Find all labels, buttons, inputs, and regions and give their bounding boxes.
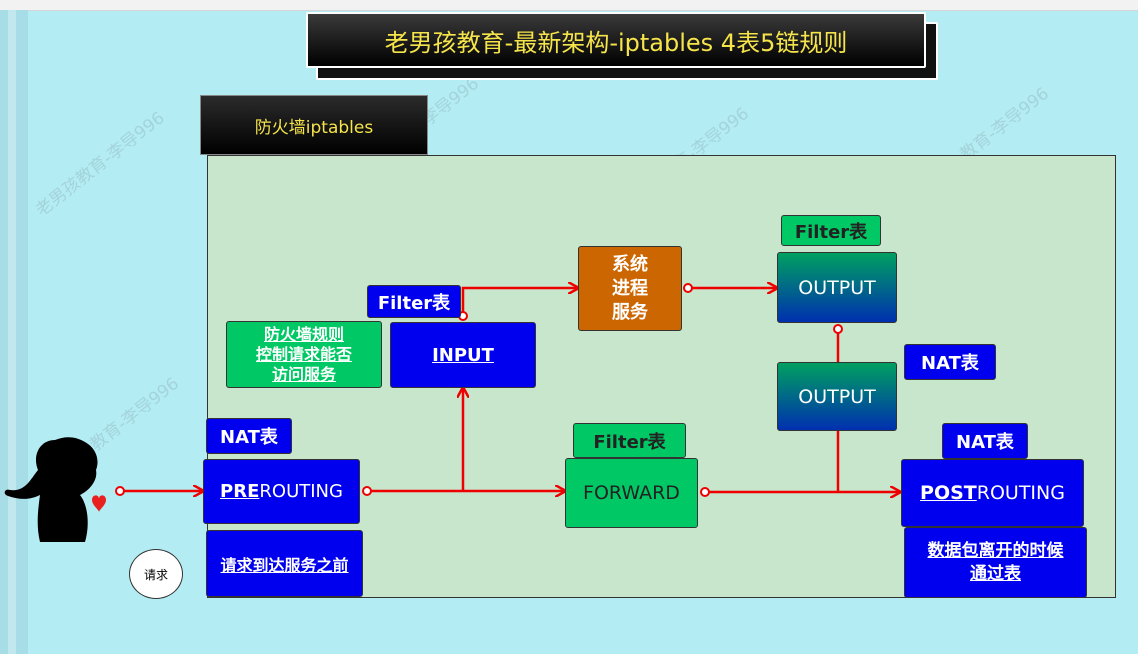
postrouting-label-a: POST xyxy=(920,482,977,504)
system-process-box: 系统 进程 服务 xyxy=(578,246,682,331)
connector-dot xyxy=(833,324,843,334)
postrouting-note: 数据包离开的时候 通过表 xyxy=(904,527,1087,598)
nat-table-postrouting: NAT表 xyxy=(942,423,1028,459)
firewall-rules-note: 防火墙规则 控制请求能否 访问服务 xyxy=(226,321,382,388)
prerouting-label-b: ROUTING xyxy=(259,481,343,502)
connector-dot xyxy=(683,283,693,293)
output-chain-filter: OUTPUT xyxy=(777,252,897,323)
nat-table-prerouting: NAT表 xyxy=(206,418,292,454)
forward-chain: FORWARD xyxy=(565,458,698,528)
request-bubble: 请求 xyxy=(129,549,183,599)
connector-dot xyxy=(362,486,372,496)
prerouting-note: 请求到达服务之前 xyxy=(206,530,363,597)
page-title: 老男孩教育-最新架构-iptables 4表5链规则 xyxy=(306,12,926,68)
filter-table-input: Filter表 xyxy=(367,285,461,318)
heart-icon xyxy=(92,495,106,512)
top-strip xyxy=(0,0,1138,11)
filter-table-output: Filter表 xyxy=(781,215,881,246)
left-strip-inner xyxy=(8,10,16,654)
output-chain-nat: OUTPUT xyxy=(777,362,897,431)
filter-table-forward: Filter表 xyxy=(573,423,686,458)
subtitle-box: 防火墙iptables xyxy=(200,95,428,155)
postrouting-label-b: ROUTING xyxy=(976,482,1065,504)
person-silhouette-icon xyxy=(4,437,106,542)
connector-dot xyxy=(115,486,125,496)
input-chain: INPUT xyxy=(390,322,536,388)
connector-dot xyxy=(700,487,710,497)
nat-table-output: NAT表 xyxy=(904,344,996,380)
prerouting-label-a: PRE xyxy=(220,481,260,502)
arrow-to-process xyxy=(461,288,578,316)
